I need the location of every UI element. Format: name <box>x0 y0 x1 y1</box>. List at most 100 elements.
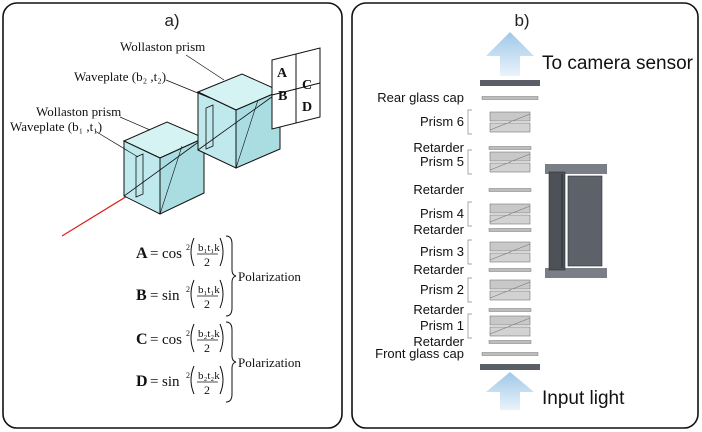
fraction-denominator: 2 <box>204 341 210 355</box>
top-arrow-label: To camera sensor <box>542 53 694 74</box>
brace-1 <box>225 235 237 317</box>
trig-function: sin <box>162 288 180 304</box>
exponent: 2 <box>186 371 190 380</box>
layer-label: Prism 3 <box>420 244 464 259</box>
equation-var: C <box>136 331 148 348</box>
prism-2 <box>467 277 531 303</box>
equation-var: A <box>136 245 148 262</box>
trig-function: cos <box>162 332 182 348</box>
leader-waveplate-top <box>165 79 211 99</box>
layer-label: Retarder <box>413 262 464 277</box>
optical-stack <box>467 96 539 356</box>
fraction-denominator: 2 <box>204 255 210 269</box>
side-housing <box>545 164 607 278</box>
prism-3 <box>467 239 531 265</box>
leader-prism-bottom <box>119 116 151 131</box>
grid-cell-b: B <box>278 89 287 104</box>
fraction-numerator: b₁t₁k <box>198 284 220 296</box>
equals-sign: = <box>150 246 158 262</box>
paren-right <box>219 279 224 309</box>
paren-right <box>219 323 224 353</box>
layer-label: Front glass cap <box>375 346 464 361</box>
paren-right <box>219 237 224 267</box>
panel-a-label: a) <box>164 11 179 30</box>
panel-b-frame <box>351 2 699 429</box>
glass-cap <box>481 352 539 356</box>
brace-label-1: Polarization <box>238 269 301 284</box>
prism-1 <box>467 313 531 339</box>
label-waveplate-top: Waveplate (b₂ ,t₂) <box>74 69 166 84</box>
layer-label: Prism 6 <box>420 114 464 129</box>
paren-left <box>190 279 195 309</box>
retarder-plate <box>488 340 532 344</box>
layer-label: Prism 1 <box>420 318 464 333</box>
retarder-plate <box>488 268 532 272</box>
fraction-numerator: b₁t₁k <box>198 242 220 254</box>
prism-bracket <box>467 313 472 339</box>
leader-waveplate-bottom <box>94 130 139 158</box>
leader-prism-top <box>185 54 225 81</box>
grid-cell-c: C <box>302 78 312 93</box>
equation-var: B <box>136 287 147 304</box>
retarder-plate <box>488 228 532 232</box>
brace-label-2: Polarization <box>238 355 301 370</box>
grid-cell-a: A <box>277 66 288 81</box>
retarder-plate <box>488 188 532 192</box>
layer-label: Prism 2 <box>420 282 464 297</box>
prism-bracket <box>467 149 472 175</box>
fraction-numerator: b₂t₂k <box>198 370 220 382</box>
paren-left <box>190 323 195 353</box>
equals-sign: = <box>150 288 158 304</box>
paren-right <box>219 365 224 395</box>
up-arrow-top <box>486 32 534 76</box>
bottom-arrow-label: Input light <box>542 388 625 409</box>
prism-bracket <box>467 239 472 265</box>
retarder-plate <box>488 146 532 150</box>
layer-label: Retarder <box>413 222 464 237</box>
panel-a-frame <box>2 2 343 429</box>
prism-6 <box>467 109 531 135</box>
layer-label: Rear glass cap <box>377 90 464 105</box>
exponent: 2 <box>186 243 190 252</box>
retarder-plate <box>488 308 532 312</box>
waveplate-top <box>205 104 214 150</box>
grid-cell-d: D <box>302 100 312 115</box>
label-waveplate-bottom: Waveplate (b₁ ,t₁) <box>10 119 102 134</box>
equals-sign: = <box>150 332 158 348</box>
exponent: 2 <box>186 285 190 294</box>
fraction-denominator: 2 <box>204 383 210 397</box>
housing-bottom-bar <box>480 364 540 370</box>
prism-bracket <box>467 201 472 227</box>
layer-label: Retarder <box>413 302 464 317</box>
layer-label: Prism 5 <box>420 154 464 169</box>
exponent: 2 <box>186 329 190 338</box>
panel-b-label: b) <box>514 11 529 30</box>
glass-cap <box>481 96 539 100</box>
prism-bracket <box>467 277 472 303</box>
paren-left <box>190 237 195 267</box>
layer-label: Retarder <box>413 334 464 349</box>
layer-label: Prism 4 <box>420 206 464 221</box>
output-grid <box>271 47 321 130</box>
trig-function: sin <box>162 374 180 390</box>
label-prism-top: Wollaston prism <box>120 39 205 54</box>
fraction-denominator: 2 <box>204 297 210 311</box>
paren-left <box>190 365 195 395</box>
prism-5 <box>467 149 531 175</box>
up-arrow-bottom <box>486 372 534 410</box>
wollaston-prism-top <box>196 73 282 169</box>
label-prism-bottom: Wollaston prism <box>36 104 121 119</box>
equation-var: D <box>136 373 148 390</box>
prism-4 <box>467 201 531 227</box>
housing-top-bar <box>480 80 540 86</box>
fraction-numerator: b₂t₂k <box>198 328 220 340</box>
prism-bracket <box>467 109 472 135</box>
waveplate-bottom <box>135 153 144 198</box>
layer-label: Retarder <box>413 182 464 197</box>
